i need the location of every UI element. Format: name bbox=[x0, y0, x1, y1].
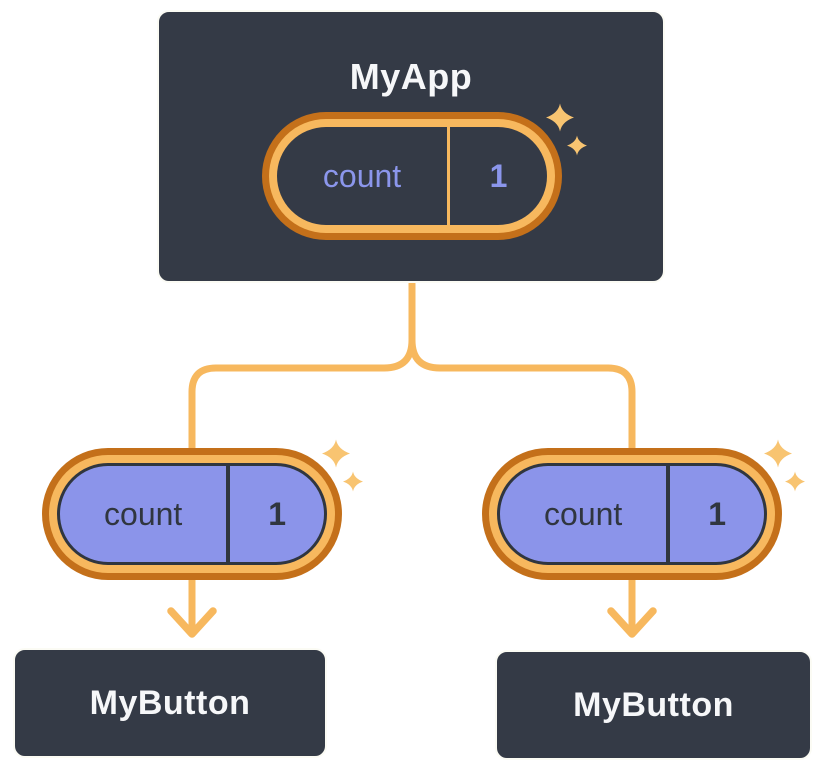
component-title: MyButton bbox=[573, 685, 734, 724]
prop-value-label: 1 bbox=[708, 495, 727, 532]
pill-divider bbox=[666, 466, 671, 562]
prop-pill-right: count 1 bbox=[482, 448, 782, 580]
prop-pill-body: count 1 bbox=[57, 463, 327, 565]
sparkle-icon bbox=[322, 439, 350, 468]
arrowhead-icon-left bbox=[167, 607, 217, 638]
sparkle-icon bbox=[764, 439, 792, 468]
prop-name-label: count bbox=[544, 495, 623, 532]
prop-name-label: count bbox=[104, 495, 183, 532]
prop-value-label: 1 bbox=[268, 495, 287, 532]
component-title: MyApp bbox=[349, 56, 473, 97]
component-node-child-left: MyButton bbox=[13, 648, 327, 758]
prop-pill-left: count 1 bbox=[42, 448, 342, 580]
state-name-label: count bbox=[322, 157, 402, 194]
arrowhead-icon-right bbox=[607, 607, 657, 638]
component-node-child-right: MyButton bbox=[495, 650, 812, 760]
pill-divider bbox=[447, 127, 451, 225]
prop-pill-ring: count 1 bbox=[489, 455, 775, 573]
sparkle-icon bbox=[785, 471, 805, 492]
sparkle-icon bbox=[567, 135, 587, 156]
sparkle-icon bbox=[546, 103, 574, 132]
state-pill-body: count 1 bbox=[277, 127, 547, 225]
state-value-label: 1 bbox=[489, 157, 508, 194]
prop-pill-body: count 1 bbox=[497, 463, 767, 565]
state-pill-ring: count 1 bbox=[269, 119, 555, 233]
component-title: MyButton bbox=[89, 683, 251, 722]
branch-line-right bbox=[408, 280, 636, 631]
prop-pill-ring: count 1 bbox=[49, 455, 335, 573]
sparkle-icon bbox=[343, 471, 363, 492]
state-pill: count 1 bbox=[262, 112, 562, 240]
pill-divider bbox=[226, 466, 231, 562]
